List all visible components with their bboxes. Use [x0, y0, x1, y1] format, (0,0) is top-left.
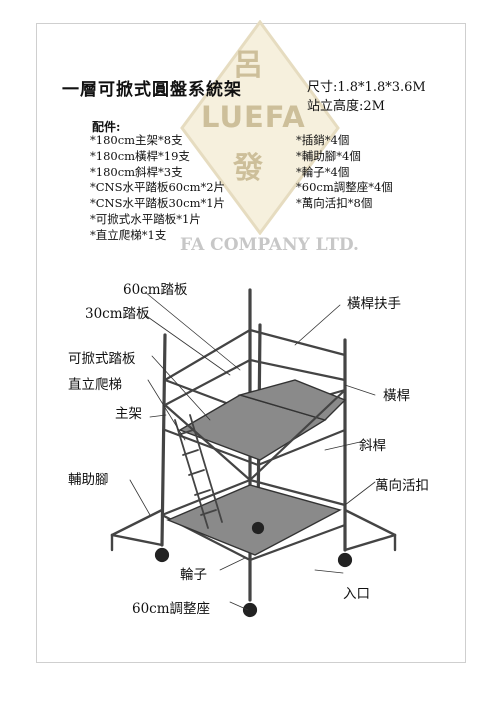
watermark-company: FA COMPANY LTD. — [180, 235, 359, 255]
label-wheel: 輪子 — [180, 567, 207, 583]
part-item: *180cm斜桿*3支 — [90, 164, 183, 179]
watermark-logo: LUEFA — [201, 100, 306, 134]
scaffold-illustration — [110, 288, 397, 618]
part-item: *輔助腳*4個 — [296, 148, 361, 163]
diagonal-braces — [163, 388, 347, 482]
part-item: *輪子*4個 — [296, 164, 350, 179]
part-item: *60cm調整座*4個 — [296, 180, 393, 195]
label-diagonal: 斜桿 — [359, 438, 386, 454]
part-item: *CNS水平踏板60cm*2片 — [90, 180, 226, 195]
label-adjuster: 60cm調整座 — [132, 601, 211, 617]
watermark-diamond — [180, 20, 340, 235]
part-item: *直立爬梯*1支 — [90, 227, 167, 242]
spec-size: 尺寸:1.8*1.8*3.6M — [307, 80, 426, 95]
callout-lines — [129, 291, 376, 611]
label-ledger: 橫桿 — [383, 388, 410, 404]
label-30cm-board: 30cm踏板 — [85, 306, 150, 322]
spec-height: 站立高度:2M — [307, 99, 385, 114]
part-item: *萬向活扣*8個 — [296, 196, 373, 211]
outrigger-legs — [110, 508, 397, 552]
part-item: *180cm主架*8支 — [90, 133, 183, 147]
label-60cm-board: 60cm踏板 — [123, 282, 188, 298]
watermark-chinese-top: 呂 — [233, 48, 263, 83]
page-border — [36, 23, 466, 663]
page-title: 一層可掀式圓盤系統架 — [62, 80, 242, 100]
label-coupler: 萬向活扣 — [375, 478, 429, 494]
upper-deck — [178, 379, 347, 461]
wheels — [154, 521, 353, 618]
label-outrigger: 輔助腳 — [68, 472, 109, 488]
part-item: *可掀式水平踏板*1片 — [90, 211, 201, 226]
part-item: *插銷*4個 — [296, 133, 350, 147]
vertical-ladder — [174, 414, 223, 529]
part-item: *180cm橫桿*19支 — [90, 148, 190, 163]
label-foldable-board: 可掀式踏板 — [68, 351, 136, 367]
parts-list-right: *插銷*4個 *輔助腳*4個 *輪子*4個 *60cm調整座*4個 *萬向活扣*… — [296, 133, 393, 212]
label-main-frame: 主架 — [115, 406, 142, 422]
part-item: *CNS水平踏板30cm*1片 — [90, 196, 226, 211]
label-entrance: 入口 — [343, 586, 370, 602]
label-vertical-ladder: 直立爬梯 — [68, 377, 122, 393]
watermark-chinese-bottom: 發 — [233, 151, 263, 186]
parts-heading: 配件: — [92, 120, 121, 134]
lower-deck — [166, 484, 342, 556]
label-handrail: 橫桿扶手 — [347, 296, 401, 312]
parts-list-left: *180cm主架*8支 *180cm橫桿*19支 *180cm斜桿*3支 *CN… — [90, 133, 225, 244]
